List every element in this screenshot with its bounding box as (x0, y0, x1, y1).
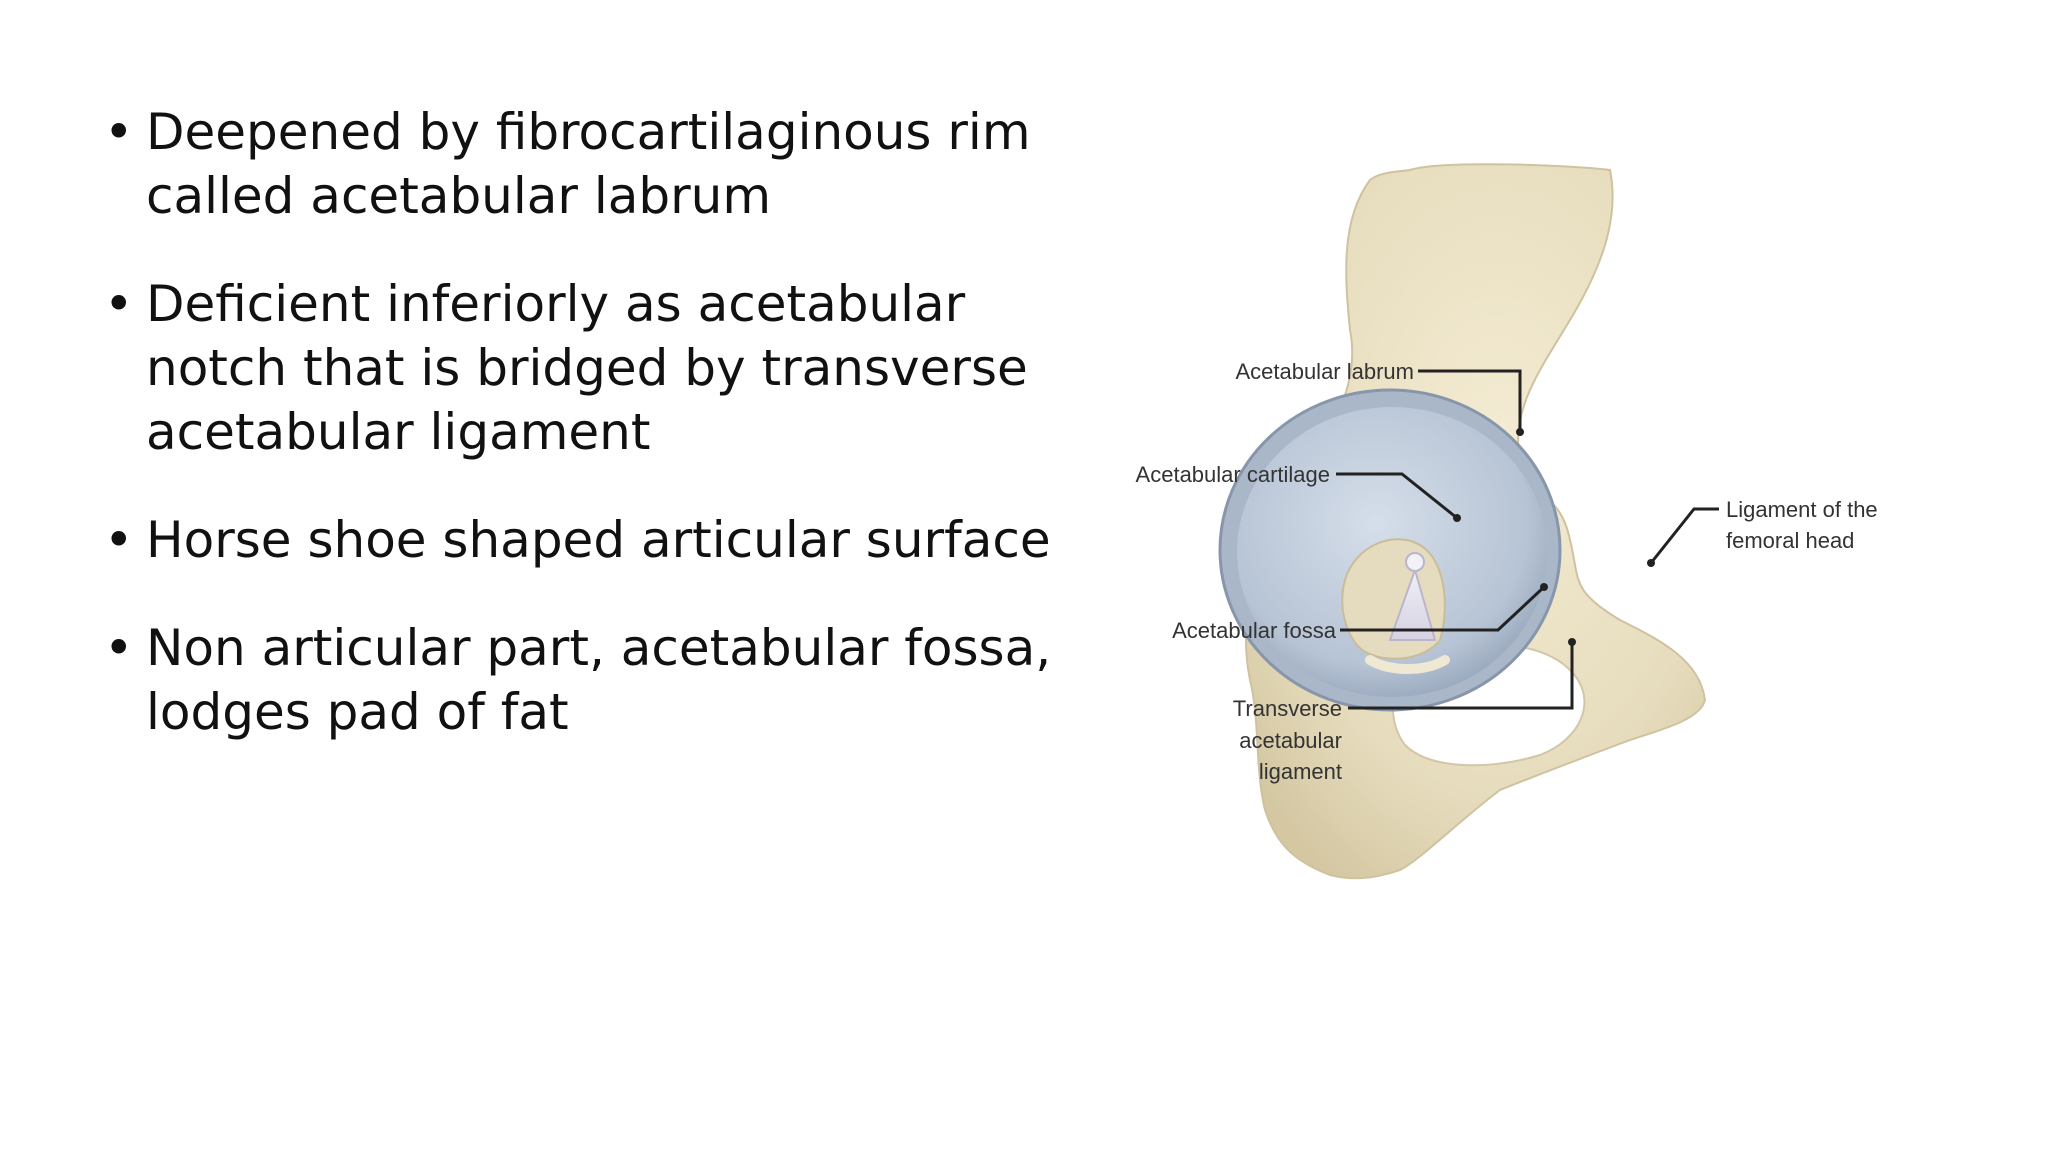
transverse-acetabular-ligament (1365, 655, 1450, 674)
bullet-item: • Horse shoe shaped articular surface (104, 508, 1064, 572)
leader-line-labrum (1418, 369, 1522, 432)
label-ligament-femoral-head-line2: femoral head (1726, 528, 1854, 553)
leader-line-ligament-head (1649, 507, 1719, 564)
bullet-item: • Deepened by fibrocartilaginous rim cal… (104, 100, 1064, 228)
bullet-list: • Deepened by fibrocartilaginous rim cal… (104, 100, 1064, 788)
bullet-glyph: • (104, 275, 134, 333)
label-ligament-femoral-head-line1: Ligament of the (1726, 497, 1878, 522)
leader-line-fossa (1340, 585, 1546, 632)
label-transverse-line3: ligament (1259, 759, 1342, 784)
label-acetabular-labrum: Acetabular labrum (1235, 359, 1414, 384)
leader-dot-labrum (1516, 428, 1524, 436)
bullet-text: Horse shoe shaped articular surface (146, 511, 1051, 569)
ligament-head-knob (1405, 552, 1425, 572)
bullet-text: Deepened by fibrocartilaginous rim calle… (146, 103, 1031, 225)
ligament-of-femoral-head (1388, 566, 1437, 641)
leader-dot-fossa (1540, 583, 1548, 591)
bullet-item: • Deficient inferiorly as acetabular not… (104, 272, 1064, 464)
leader-dot-transverse (1568, 638, 1576, 646)
leader-line-transverse (1348, 642, 1574, 710)
hip-bone-figure: Acetabular labrum Acetabular cartilage L… (1100, 160, 1920, 890)
bullet-text: Deficient inferiorly as acetabular notch… (146, 275, 1028, 461)
bullet-text: Non articular part, acetabular fossa, lo… (146, 619, 1052, 741)
leader-dot-ligament-head (1647, 559, 1655, 567)
label-acetabular-cartilage: Acetabular cartilage (1136, 462, 1330, 487)
leader-dot-cartilage (1453, 514, 1461, 522)
bullet-glyph: • (104, 619, 134, 677)
bullet-glyph: • (104, 103, 134, 161)
bullet-glyph: • (104, 511, 134, 569)
leader-line-cartilage (1336, 472, 1458, 520)
label-transverse-line2: acetabular (1239, 728, 1342, 753)
bullet-item: • Non articular part, acetabular fossa, … (104, 616, 1064, 744)
label-acetabular-fossa: Acetabular fossa (1172, 618, 1337, 643)
acetabulum-diagram: Acetabular labrum Acetabular cartilage L… (1136, 163, 1878, 880)
label-transverse-line1: Transverse (1233, 696, 1342, 721)
